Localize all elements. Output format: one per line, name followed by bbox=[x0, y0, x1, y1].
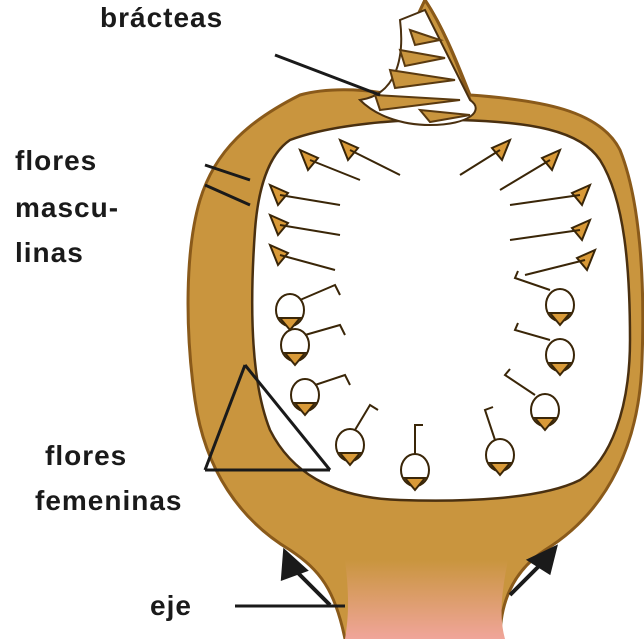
label-female-line1: flores bbox=[45, 440, 127, 472]
label-male-line1: flores bbox=[15, 145, 97, 177]
axis-stalk bbox=[345, 560, 508, 639]
label-axis: eje bbox=[150, 590, 192, 622]
label-female-line2: femeninas bbox=[35, 485, 183, 517]
label-bracts: brácteas bbox=[100, 2, 223, 34]
label-male-line3: linas bbox=[15, 237, 84, 269]
label-male-line2: mascu- bbox=[15, 192, 119, 224]
